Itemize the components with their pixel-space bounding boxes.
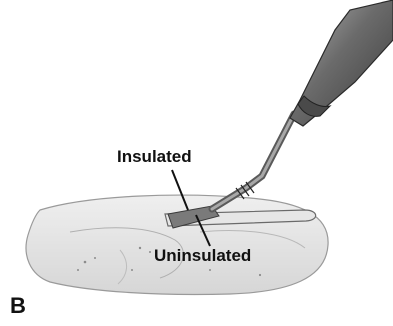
insulated-label: Insulated bbox=[117, 147, 192, 167]
tissue-shape bbox=[26, 195, 328, 294]
instrument-shaft bbox=[212, 114, 294, 209]
instrument-shaft-highlight bbox=[212, 114, 294, 209]
panel-letter: B bbox=[10, 293, 26, 319]
uninsulated-label: Uninsulated bbox=[154, 246, 251, 266]
